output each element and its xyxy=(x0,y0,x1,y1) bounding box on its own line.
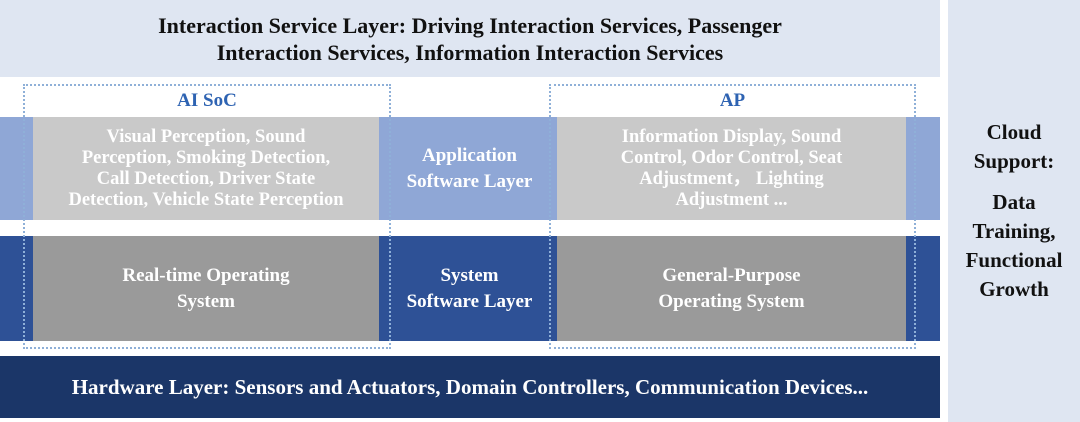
ap-title-wrap: AP xyxy=(549,88,916,114)
ap-os-line-2: Operating System xyxy=(658,290,805,312)
ai-soc-app-line-4: Detection, Vehicle State Perception xyxy=(68,189,344,210)
ap-os-box: General-Purpose Operating System xyxy=(557,236,906,341)
ap-group-outline xyxy=(549,84,916,349)
ai-soc-title: AI SoC xyxy=(171,90,243,112)
ap-app-line-3: Adjustment， Lighting xyxy=(639,168,824,189)
ap-application-box: Information Display, Sound Control, Odor… xyxy=(557,117,906,220)
ai-soc-app-line-1: Visual Perception, Sound xyxy=(106,126,306,147)
hardware-layer: Hardware Layer: Sensors and Actuators, D… xyxy=(0,356,940,418)
ai-soc-group-outline xyxy=(23,84,391,349)
application-layer-line-2: Software Layer xyxy=(406,170,533,192)
ap-app-line-4: Adjustment ... xyxy=(675,189,788,210)
ai-soc-app-line-3: Call Detection, Driver State xyxy=(96,168,316,189)
ai-soc-os-line-1: Real-time Operating xyxy=(122,264,290,286)
ai-soc-app-line-2: Perception, Smoking Detection, xyxy=(81,147,331,168)
application-layer-label: Application Software Layer xyxy=(391,117,548,220)
interaction-layer-line-2: Interaction Services, Information Intera… xyxy=(216,39,724,65)
ap-os-line-1: General-Purpose xyxy=(662,264,801,286)
ap-app-line-2: Control, Odor Control, Seat xyxy=(620,147,843,168)
system-layer-label: System Software Layer xyxy=(391,236,548,341)
cloud-line-2: Support: xyxy=(973,149,1055,173)
hardware-layer-text: Hardware Layer: Sensors and Actuators, D… xyxy=(71,374,869,399)
cloud-line-4: Training, xyxy=(972,219,1056,243)
ai-soc-title-wrap: AI SoC xyxy=(23,88,391,114)
ai-soc-application-box: Visual Perception, Sound Perception, Smo… xyxy=(33,117,379,220)
cloud-support-panel: Cloud Support: Data Training, Functional… xyxy=(948,0,1080,422)
cloud-line-6: Growth xyxy=(979,277,1049,301)
application-layer-line-1: Application xyxy=(421,144,517,166)
ap-app-line-1: Information Display, Sound xyxy=(621,126,842,147)
cloud-line-5: Functional xyxy=(965,248,1063,272)
ap-title: AP xyxy=(713,90,752,112)
ai-soc-os-box: Real-time Operating System xyxy=(33,236,379,341)
interaction-layer-line-1: Interaction Service Layer: Driving Inter… xyxy=(158,12,782,38)
cloud-line-1: Cloud xyxy=(986,120,1042,144)
interaction-service-layer: Interaction Service Layer: Driving Inter… xyxy=(0,0,940,77)
ai-soc-os-line-2: System xyxy=(176,290,236,312)
system-layer-line-2: Software Layer xyxy=(406,290,533,312)
system-layer-line-1: System xyxy=(440,264,499,286)
cloud-line-3: Data xyxy=(992,190,1036,214)
